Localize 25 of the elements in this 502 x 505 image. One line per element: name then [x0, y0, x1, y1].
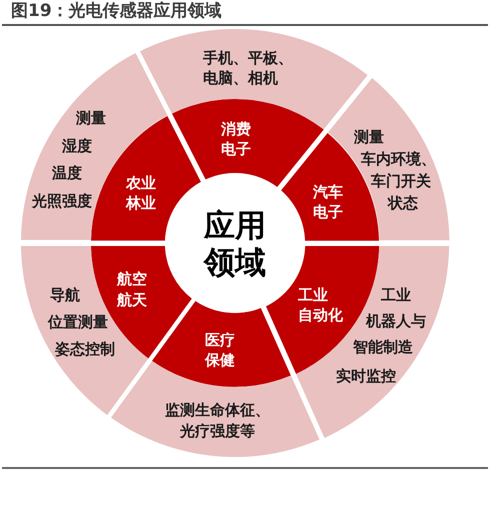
- center-label: 应用领域: [202, 208, 267, 282]
- detail-label: 测量: [76, 108, 106, 129]
- outer-ring-segment: [328, 78, 449, 240]
- detail-label: 导航: [50, 285, 80, 306]
- detail-label: 湿度: [62, 136, 92, 157]
- category-label: 农业林业: [126, 172, 157, 213]
- category-label: 消费电子: [220, 118, 252, 159]
- detail-label: 手机、平板、电脑、相机: [202, 48, 294, 88]
- detail-label: 位置测量: [48, 312, 108, 333]
- outer-ring-segment: [296, 246, 449, 438]
- figure-title: 图19：光电传感器应用领域: [11, 1, 222, 21]
- category-label: 汽车电子: [312, 182, 344, 222]
- outer-ring-segment: [21, 53, 168, 240]
- outer-ring-segment: [21, 246, 148, 415]
- category-label: 工业自动化: [298, 285, 344, 325]
- detail-label: 监测生命体征、光疗强度等: [164, 400, 271, 442]
- detail-label: 姿态控制: [54, 339, 115, 360]
- detail-label: 光照强度: [32, 190, 92, 212]
- category-label: 医疗保健: [204, 330, 236, 370]
- detail-label: 实时监控: [336, 366, 396, 387]
- inner-ring-segment: [152, 301, 292, 387]
- detail-label: 温度: [52, 162, 82, 184]
- category-label: 航空航天: [116, 269, 148, 311]
- detail-label: 工业机器人与智能制造: [352, 285, 427, 358]
- detail-label: 测量车内环境、车门开关状态: [354, 126, 437, 214]
